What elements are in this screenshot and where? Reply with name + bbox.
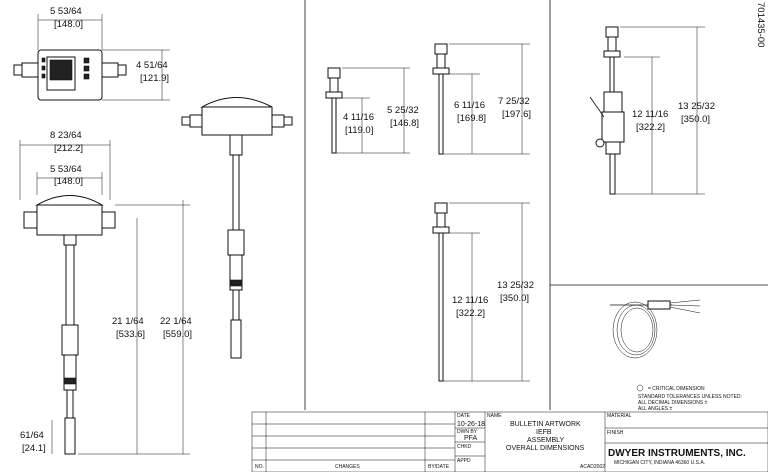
probe-12in — [432, 202, 450, 382]
probe-with-valve — [589, 26, 625, 195]
remote-probe-cable — [610, 299, 701, 359]
note-tolerance-3: ALL ANGLES ± — [638, 406, 672, 412]
tb-appd-label: APPD — [457, 458, 471, 464]
tb-company: DWYER INSTRUMENTS, INC. — [608, 448, 746, 459]
tb-date: 10-26-18 — [457, 421, 485, 428]
tb-finish-label: FINISH — [607, 430, 624, 436]
probe-4in — [325, 67, 343, 154]
tb-drn: PFA — [464, 435, 478, 442]
tb-name-label: NAME — [487, 413, 502, 419]
dim-probe12-insert-mm: [322.2] — [456, 308, 485, 319]
tb-date-label: DATE — [457, 413, 471, 419]
dim-probe4-total-mm: [146.8] — [390, 118, 419, 129]
dim-tip-frac: 61/64 — [20, 430, 44, 441]
dim-probe6-total-mm: [197.6] — [502, 109, 531, 120]
dim-probe12v-total-frac: 13 25/32 — [678, 101, 715, 112]
dim-probe12-total-mm: [350.0] — [500, 293, 529, 304]
dim-probe6-total-frac: 7 25/32 — [498, 96, 530, 107]
probe-6in — [432, 43, 450, 155]
dim-top-height-mm: [121.9] — [140, 73, 169, 84]
dim-enclosure-width-mm: [148.0] — [54, 176, 83, 187]
dim-top-width-frac: 5 53/64 — [50, 6, 82, 17]
tb-title-2: IEFB — [536, 429, 552, 436]
tb-title-4: OVERALL DIMENSIONS — [506, 445, 585, 452]
tb-material-label: MATERIAL — [607, 413, 632, 419]
tb-chkd-label: CHKD — [457, 444, 472, 450]
dim-probe12-total-frac: 13 25/32 — [497, 280, 534, 291]
tb-acad-label: ACAD2002 — [580, 464, 605, 470]
dim-top-height-frac: 4 51/64 — [136, 60, 168, 71]
dim-top-width-mm: [148.0] — [54, 19, 83, 30]
tb-address: MICHIGAN CITY, INDIANA 46360 U.S.A. — [614, 460, 705, 466]
dim-overall-width-frac: 8 23/64 — [50, 130, 82, 141]
front-view-transmitter — [23, 195, 116, 455]
dim-length-b-mm: [559.0] — [163, 329, 192, 340]
dim-probe4-total-frac: 5 25/32 — [387, 105, 419, 116]
dim-probe6-insert-frac: 6 11/16 — [454, 100, 485, 111]
dim-tip-mm: [24.1] — [22, 443, 46, 454]
tb-title-3: ASSEMBLY — [527, 437, 565, 444]
dim-probe4-insert-frac: 4 11/16 — [343, 112, 374, 123]
dim-enclosure-width-frac: 5 53/64 — [50, 164, 82, 175]
title-block — [251, 411, 768, 472]
dim-probe4-insert-mm: [119.0] — [345, 125, 373, 136]
dim-overall-width-mm: [212.2] — [54, 143, 83, 154]
dim-length-b-frac: 22 1/64 — [160, 316, 192, 327]
tb-bydate-label: BY/DATE — [428, 464, 450, 470]
dim-probe12v-insert-frac: 12 11/16 — [632, 109, 668, 120]
dim-length-a-frac: 21 1/64 — [112, 316, 144, 327]
side-view-transmitter — [181, 97, 293, 359]
tb-title-1: BULLETIN ARTWORK — [510, 421, 581, 428]
dim-probe12v-insert-mm: [322.2] — [636, 122, 665, 133]
note-tolerance-2: ALL DECIMAL DIMENSIONS ± — [638, 400, 708, 406]
critical-dimension-symbol — [636, 384, 644, 392]
note-critical: = CRITICAL DIMENSION — [648, 386, 705, 392]
dim-probe6-insert-mm: [169.8] — [457, 113, 486, 124]
note-tolerance-1: STANDARD TOLERANCES UNLESS NOTED: — [638, 394, 742, 400]
top-view-enclosure — [13, 49, 127, 101]
tb-no-label: NO. — [255, 464, 264, 470]
tb-drn-label: DWN BY — [457, 429, 478, 435]
tb-changes-label: CHANGES — [335, 464, 360, 470]
dim-probe12-insert-frac: 12 11/16 — [452, 295, 488, 306]
dim-length-a-mm: [533.6] — [116, 329, 145, 340]
drawing-number: 701435-00 — [755, 2, 766, 47]
dim-probe12v-total-mm: [350.0] — [681, 114, 710, 125]
